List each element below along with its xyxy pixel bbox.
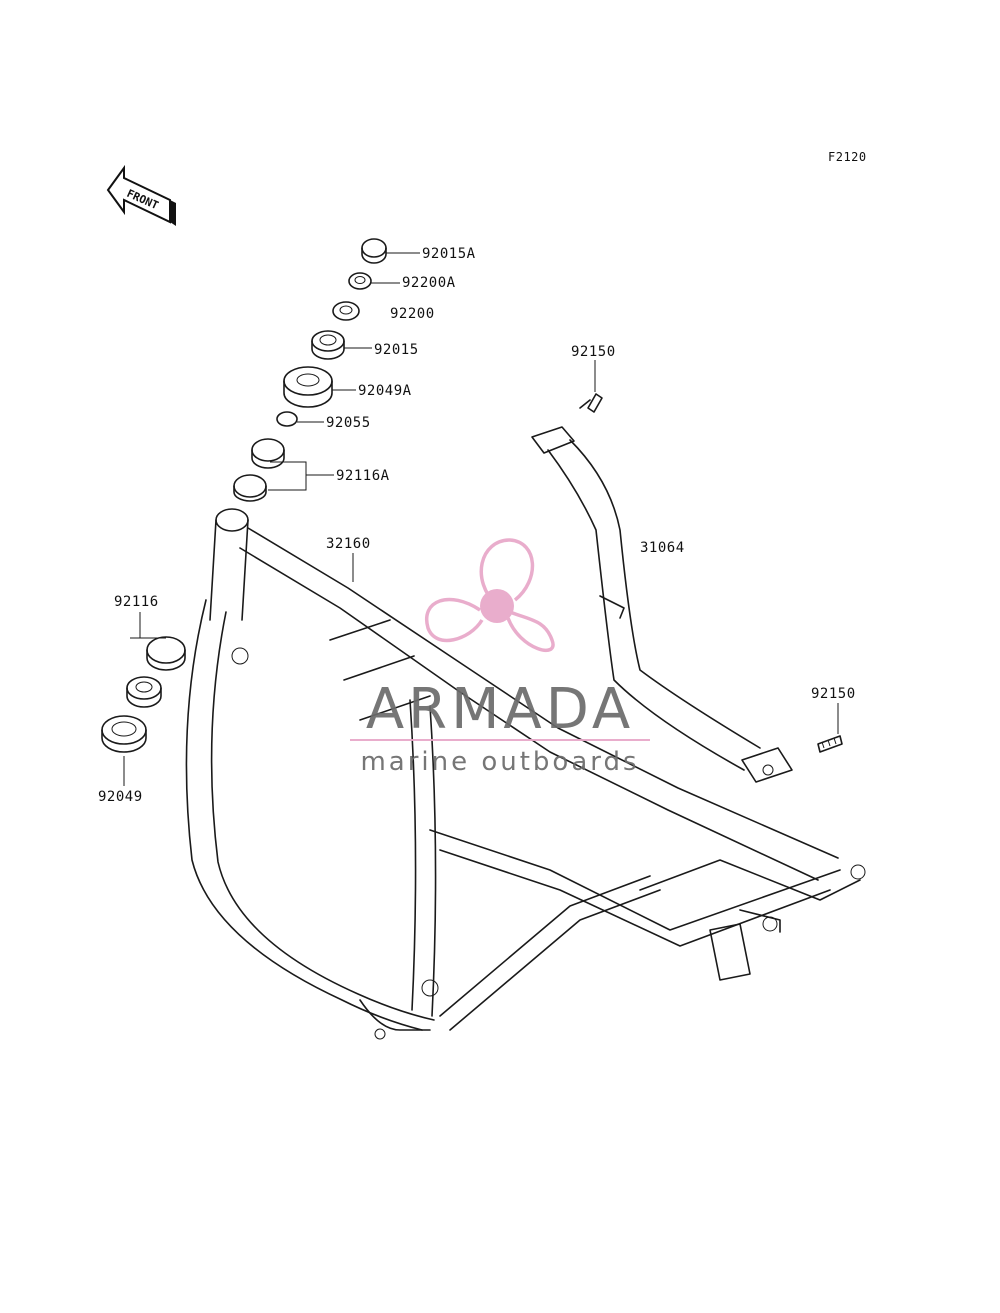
part-label-92015: 92015 [374,342,419,358]
propeller-logo-icon [424,538,555,652]
leader-lines [123,252,839,786]
bolt-92150-upper [579,393,603,413]
nut-92015 [311,330,345,360]
taper-bearing-icon [126,676,162,708]
part-label-92200a: 92200A [402,275,456,291]
bearing-race-92116a [233,438,285,502]
bearing-race-92116 [146,636,186,671]
removable-frame-tube-31064 [531,426,793,783]
part-label-92150-upper: 92150 [571,344,616,360]
dust-seal-92049a [283,366,333,408]
main-frame-32160 [185,508,866,1040]
part-label-92049a: 92049A [358,383,412,399]
bolt-92150-lower [817,735,843,753]
part-label-32160: 32160 [326,536,371,552]
part-label-92116: 92116 [114,594,159,610]
front-arrow-icon: FRONT [106,164,176,226]
washer-92200a [348,272,372,290]
part-label-92015a: 92015A [422,246,476,262]
part-label-92200: 92200 [390,306,435,322]
washer-92200 [332,301,360,321]
nut-92015a [361,238,387,264]
part-label-31064: 31064 [640,540,685,556]
part-label-92150-lower: 92150 [811,686,856,702]
watermark-tagline: marine outboards [360,747,639,777]
part-label-92049: 92049 [98,789,143,805]
part-label-92055: 92055 [326,415,371,431]
part-label-92116a: 92116A [336,468,390,484]
o-ring-92055 [276,411,298,427]
figure-code: F2120 [828,150,867,164]
watermark-brand: ARMADA [366,677,634,742]
armada-watermark: ARMADA marine outboards [350,538,650,777]
dust-seal-92049 [101,715,147,753]
